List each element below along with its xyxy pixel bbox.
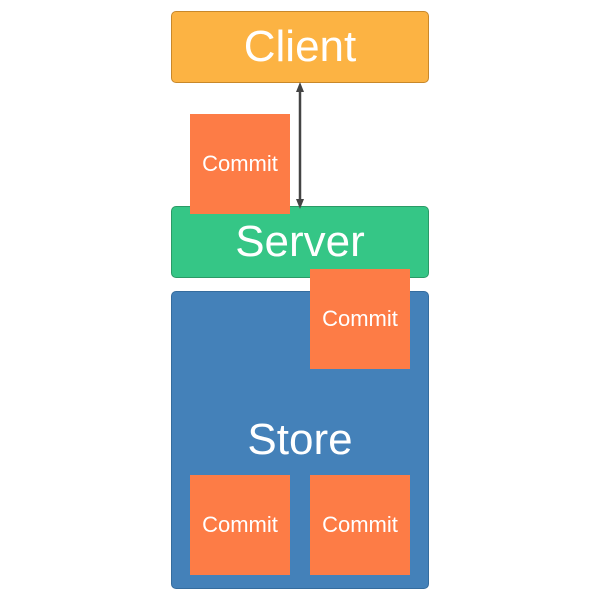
commit-block: Commit: [190, 114, 290, 214]
client-label: Client: [243, 22, 357, 71]
client-node: Client: [171, 11, 429, 83]
commit-block: Commit: [190, 475, 290, 575]
commit-block: Commit: [310, 475, 410, 575]
server-node: Server: [171, 206, 429, 278]
server-label: Server: [235, 217, 365, 266]
commit-label: Commit: [202, 512, 278, 537]
commit-label: Commit: [322, 306, 398, 331]
commit-label: Commit: [202, 151, 278, 176]
store-label: Store: [247, 415, 353, 464]
commit-block: Commit: [310, 269, 410, 369]
commit-label: Commit: [322, 512, 398, 537]
